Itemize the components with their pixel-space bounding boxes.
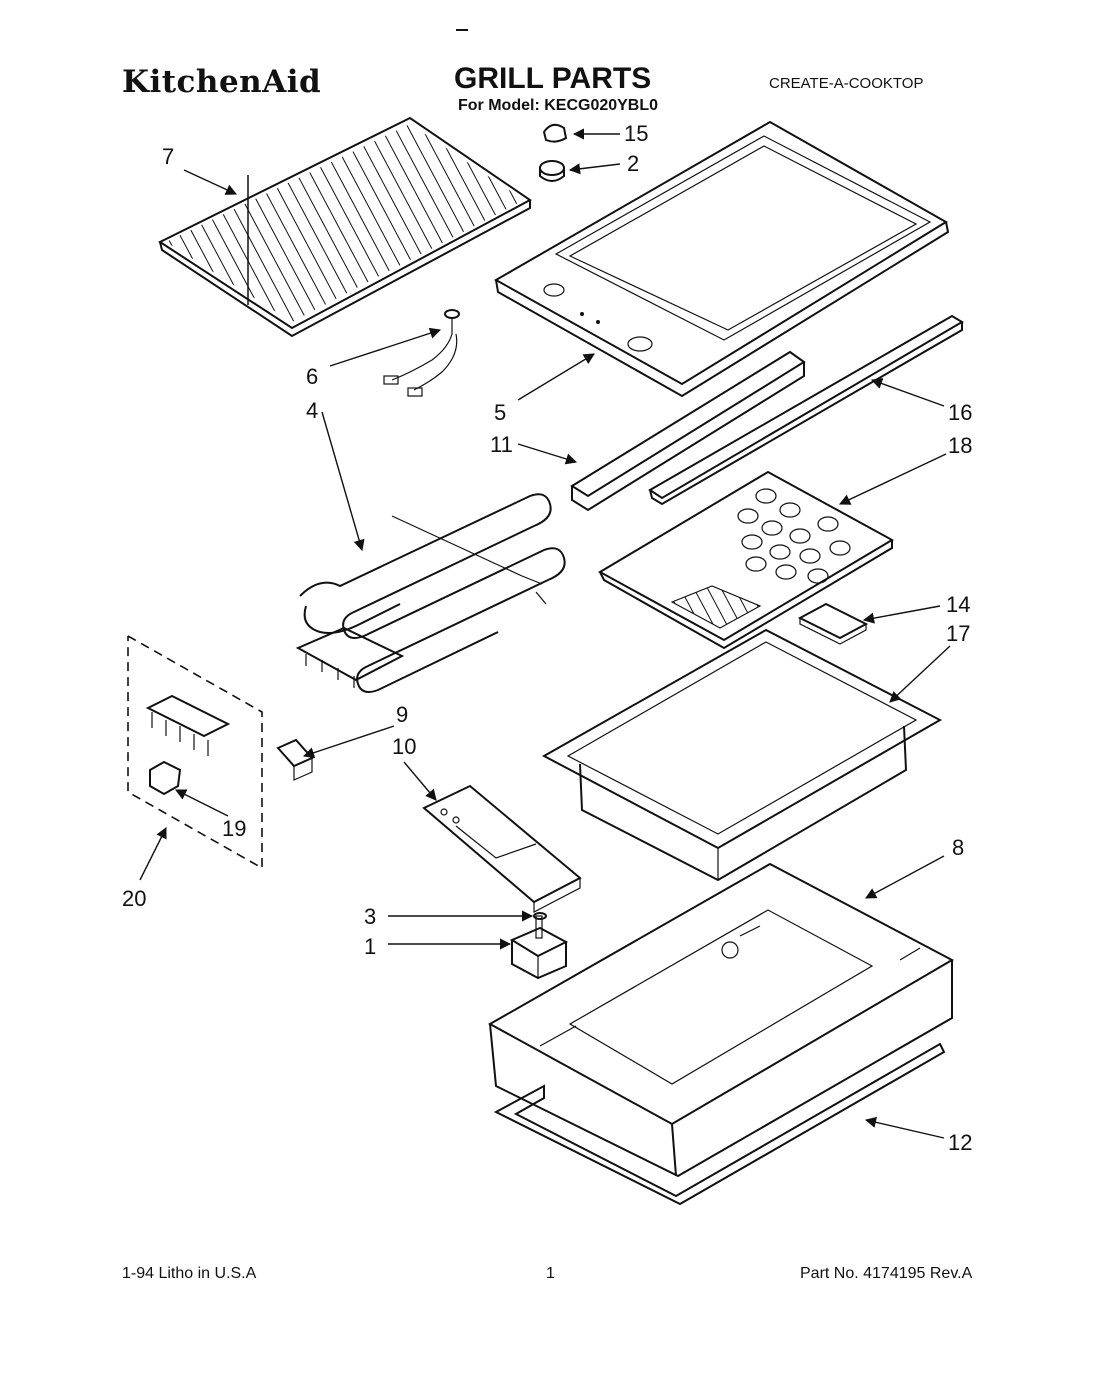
model-subtitle: For Model: KECG020YBL0 — [458, 97, 659, 114]
callout-2: 2 — [627, 151, 639, 176]
page-title: GRILL PARTS — [454, 62, 652, 95]
part-grill-rack — [157, 116, 532, 338]
part-clip — [276, 738, 314, 781]
part-terminal-block-group — [127, 635, 263, 870]
callout-11: 11 — [490, 432, 513, 457]
part-bracket-14 — [797, 602, 869, 645]
callout-9: 9 — [396, 702, 408, 727]
callout-8: 8 — [952, 835, 964, 860]
callout-17: 17 — [946, 621, 970, 646]
part-heating-element — [295, 493, 566, 693]
brand-logo: KitchenAid — [122, 64, 322, 100]
callout-15: 15 — [624, 121, 648, 146]
callout-20: 20 — [122, 886, 146, 911]
part-front-rail — [570, 350, 806, 512]
callout-19: 19 — [222, 816, 246, 841]
part-grill-plate — [597, 470, 895, 650]
part-control-bracket — [422, 784, 582, 913]
footer-part-number: Part No. 4174195 Rev.A — [800, 1265, 973, 1282]
part-knob — [542, 123, 568, 143]
callout-6: 6 — [306, 364, 318, 389]
callout-1: 1 — [364, 934, 376, 959]
callout-16: 16 — [948, 400, 972, 425]
series-label: CREATE-A-COOKTOP — [769, 75, 924, 92]
callout-7: 7 — [162, 144, 174, 169]
part-sensor-wire — [383, 309, 460, 397]
footer-page-number: 1 — [546, 1265, 555, 1282]
callout-18: 18 — [948, 433, 972, 458]
callout-3: 3 — [364, 904, 376, 929]
footer-litho: 1-94 Litho in U.S.A — [122, 1265, 257, 1282]
part-bottom-plate — [493, 1042, 946, 1206]
part-infinite-switch — [509, 915, 569, 980]
callout-5: 5 — [494, 400, 506, 425]
part-trim-strip — [648, 314, 964, 506]
leader-lines — [139, 128, 951, 1139]
part-washer — [533, 912, 547, 920]
part-knob-bezel — [539, 160, 565, 182]
part-top-panel — [493, 120, 950, 398]
callout-12: 12 — [948, 1130, 972, 1155]
part-drip-pan — [541, 628, 943, 882]
callout-4: 4 — [306, 398, 318, 423]
callout-14: 14 — [946, 592, 970, 617]
callout-10: 10 — [392, 734, 416, 759]
part-housing-box — [487, 862, 955, 1178]
